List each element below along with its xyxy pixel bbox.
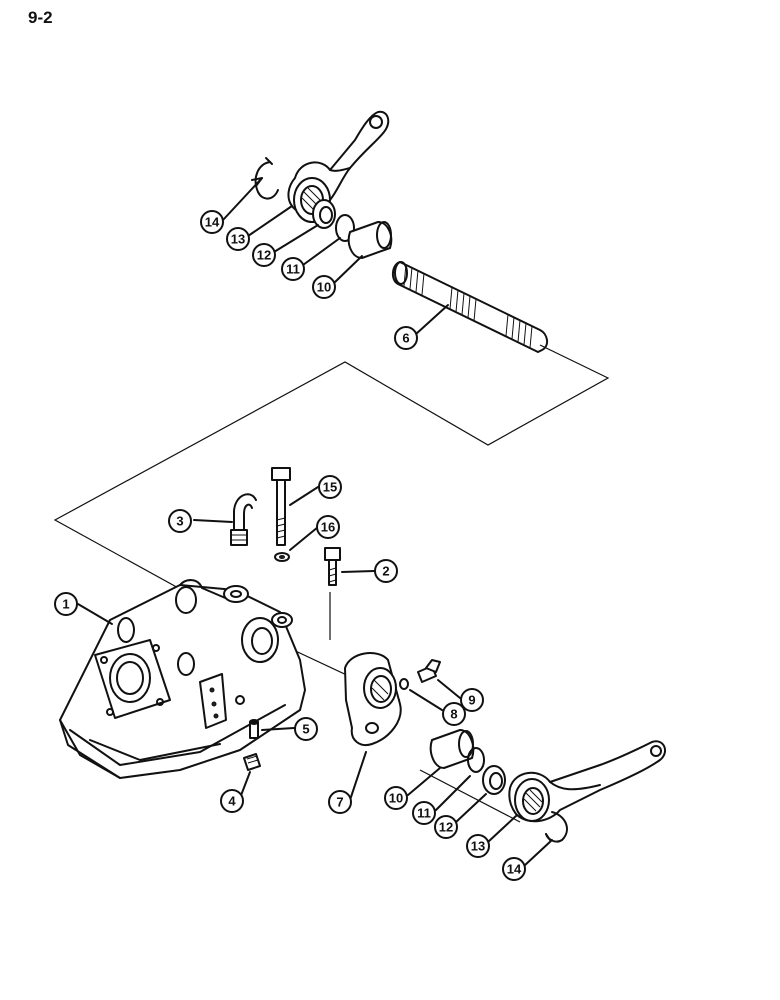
callout-14-top: 14 xyxy=(200,210,224,234)
callout-14-bottom-label: 14 xyxy=(507,862,522,877)
upper-lift-arm xyxy=(287,110,390,223)
lock-washer xyxy=(399,678,409,690)
callout-13-top: 13 xyxy=(226,227,250,251)
callout-5: 5 xyxy=(294,717,318,741)
page-number: 9-2 xyxy=(28,8,53,27)
callout-15: 15 xyxy=(318,475,342,499)
callout-2-label: 2 xyxy=(382,564,389,579)
callout-10-top-label: 10 xyxy=(317,280,331,295)
bolt xyxy=(271,467,291,546)
callout-11-bottom: 11 xyxy=(412,801,436,825)
callout-16-label: 16 xyxy=(321,520,335,535)
lower-seal xyxy=(482,765,506,795)
callout-10-bottom-label: 10 xyxy=(389,791,403,806)
callout-15-label: 15 xyxy=(323,480,337,495)
callout-7-label: 7 xyxy=(336,795,343,810)
callout-9-label: 9 xyxy=(468,693,475,708)
lower-lift-arm xyxy=(508,740,667,823)
callout-9: 9 xyxy=(460,688,484,712)
callout-12-top: 12 xyxy=(252,243,276,267)
callout-12-top-label: 12 xyxy=(257,248,271,263)
callout-10-bottom: 10 xyxy=(384,786,408,810)
callout-3-label: 3 xyxy=(176,514,183,529)
callout-13-bottom: 13 xyxy=(466,834,490,858)
set-screw xyxy=(417,659,441,683)
callout-4-label: 4 xyxy=(228,794,236,809)
elbow-fitting xyxy=(230,493,257,546)
lift-housing xyxy=(59,579,306,779)
callout-7: 7 xyxy=(328,790,352,814)
upper-snap-ring xyxy=(254,157,279,200)
callout-8-label: 8 xyxy=(450,707,457,722)
lower-snap-ring xyxy=(545,811,568,843)
callout-14-top-label: 14 xyxy=(205,215,220,230)
callout-12-bottom-label: 12 xyxy=(439,820,453,835)
callout-12-bottom: 12 xyxy=(434,815,458,839)
callout-1-label: 1 xyxy=(62,597,69,612)
splined-cross-shaft xyxy=(392,261,548,353)
upper-bushing xyxy=(347,221,393,259)
callout-16: 16 xyxy=(316,515,340,539)
callout-1: 1 xyxy=(54,592,78,616)
callout-8: 8 xyxy=(442,702,466,726)
lower-bushing xyxy=(429,729,475,769)
pipe-plug xyxy=(243,753,261,771)
callout-13-bottom-label: 13 xyxy=(471,839,485,854)
leader-lines xyxy=(77,177,553,867)
control-lever xyxy=(344,652,402,746)
callout-13-top-label: 13 xyxy=(231,232,245,247)
callout-6: 6 xyxy=(394,326,418,350)
callout-4: 4 xyxy=(220,789,244,813)
lower-o-ring xyxy=(467,747,485,773)
callout-2: 2 xyxy=(374,559,398,583)
cap-screw xyxy=(324,547,341,586)
washer xyxy=(274,552,290,562)
callout-11-bottom-label: 11 xyxy=(417,806,431,821)
callout-5-label: 5 xyxy=(302,722,309,737)
dowel-pin xyxy=(249,719,259,739)
callout-11-top-label: 11 xyxy=(286,262,300,277)
callout-14-bottom: 14 xyxy=(502,857,526,881)
callout-6-label: 6 xyxy=(402,331,409,346)
upper-seal xyxy=(312,199,336,229)
upper-o-ring xyxy=(335,214,355,242)
callout-11-top: 11 xyxy=(281,257,305,281)
callout-10-top: 10 xyxy=(312,275,336,299)
callout-3: 3 xyxy=(168,509,192,533)
